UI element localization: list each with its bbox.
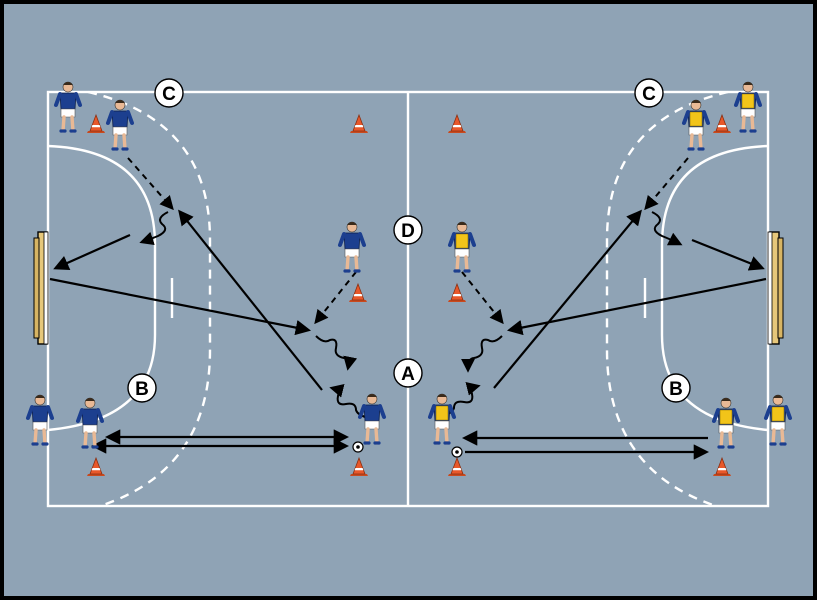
pass-arrows xyxy=(49,209,767,460)
pass-arrow xyxy=(691,238,765,271)
pass-arrow xyxy=(506,277,767,336)
station-label-b-left: B xyxy=(127,373,157,403)
run-arrow xyxy=(127,157,174,211)
left-goal-area-line xyxy=(47,144,157,432)
dribble-arrow xyxy=(329,383,371,419)
ball-icon xyxy=(352,441,364,453)
station-label-d: D xyxy=(393,215,423,245)
station-label-b-right: B xyxy=(661,373,691,403)
right-goal-icon xyxy=(767,231,784,345)
svg-text:D: D xyxy=(401,221,415,242)
svg-text:B: B xyxy=(669,379,683,400)
dribble-arrow xyxy=(315,335,358,371)
pass-arrow xyxy=(53,233,131,271)
dribble-arrow xyxy=(461,335,503,373)
pass-arrow xyxy=(178,209,323,391)
left-free-throw-line xyxy=(87,90,212,508)
right-free-throw-line xyxy=(605,90,729,508)
ball-icon xyxy=(451,446,463,458)
svg-text:B: B xyxy=(135,379,149,400)
dribble-arrow xyxy=(139,211,169,246)
svg-text:C: C xyxy=(642,84,656,105)
station-label-c-right: C xyxy=(634,78,664,108)
dribble-lines xyxy=(139,211,683,419)
station-label-a: A xyxy=(393,358,423,388)
pass-arrow xyxy=(493,209,642,389)
dribble-arrow xyxy=(651,211,683,246)
svg-text:C: C xyxy=(162,84,176,105)
run-lines xyxy=(127,157,689,325)
station-label-c-left: C xyxy=(154,78,184,108)
svg-text:A: A xyxy=(401,364,415,385)
left-goal-icon xyxy=(33,231,49,345)
pass-arrow xyxy=(49,277,312,336)
right-goal-area-line xyxy=(660,144,769,432)
